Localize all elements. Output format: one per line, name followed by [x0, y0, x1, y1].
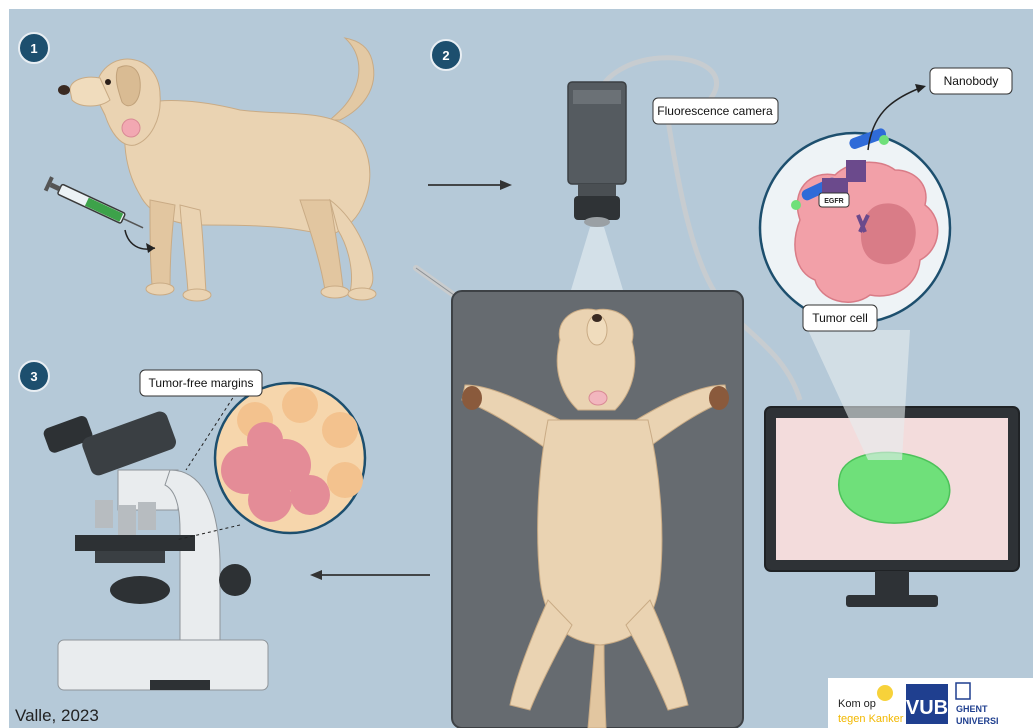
step-badge-2: 2: [431, 40, 461, 70]
neck-tumor: [122, 119, 140, 137]
svg-text:GHENT: GHENT: [956, 704, 988, 714]
egfr-text: EGFR: [824, 198, 843, 205]
logos-strip: Kom op tegen Kanker VUB GHENT UNIVERSI: [828, 678, 1033, 728]
svg-text:UNIVERSI: UNIVERSI: [956, 716, 999, 726]
label-tumor-cell: Tumor cell: [803, 305, 877, 331]
svg-text:tegen Kanker: tegen Kanker: [838, 713, 904, 725]
sunflower-icon: [877, 685, 893, 701]
svg-text:VUB: VUB: [906, 697, 948, 719]
tumor-cell-text: Tumor cell: [812, 311, 868, 325]
tumor-free-margins-text: Tumor-free margins: [149, 376, 254, 390]
credit-text: Valle, 2023: [15, 706, 99, 725]
svg-text:Kom op: Kom op: [838, 698, 876, 710]
step-badge-3: 3: [19, 361, 49, 391]
fluorescence-camera-text: Fluorescence camera: [657, 104, 773, 118]
tissue-zoom-circle: [215, 383, 365, 533]
nanobody-text: Nanobody: [944, 74, 999, 88]
label-egfr: EGFR: [819, 193, 849, 207]
vub-logo: VUB: [906, 684, 948, 724]
label-fluorescence-camera: Fluorescence camera: [653, 98, 778, 124]
step-badge-1: 1: [19, 33, 49, 63]
step-number-1: 1: [30, 41, 37, 56]
label-tumor-free-margins: Tumor-free margins: [140, 370, 262, 396]
step-number-3: 3: [30, 369, 37, 384]
step-number-2: 2: [442, 48, 449, 63]
